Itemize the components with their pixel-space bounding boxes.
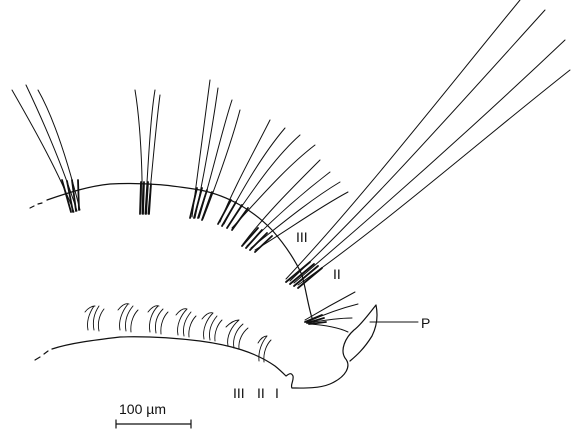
upper-bristle-bundles — [12, 0, 570, 332]
hook-cluster-1 — [85, 306, 104, 331]
hook-cluster-3 — [148, 306, 168, 334]
label-lower-II: II — [257, 385, 265, 401]
bristle-bundle-1 — [12, 85, 80, 212]
bristle-bundle-5 — [242, 160, 348, 252]
label-upper-II: II — [333, 266, 341, 282]
bristle-bundle-7-short — [305, 292, 358, 332]
label-lower-III: III — [233, 385, 245, 401]
label-palp-P: P — [421, 315, 430, 331]
scale-bar-label: 100 µm — [119, 401, 166, 417]
label-lower-I: I — [275, 385, 279, 401]
bristle-bundle-6-long — [286, 0, 570, 288]
bristle-bundle-3 — [190, 80, 240, 220]
label-upper-III: III — [296, 229, 308, 245]
hook-cluster-6 — [226, 320, 248, 349]
hook-cluster-4 — [176, 309, 196, 337]
hook-cluster-2 — [118, 304, 138, 332]
hook-cluster-7 — [258, 336, 271, 362]
hook-cluster-5 — [202, 313, 222, 341]
bristle-bundle-2 — [135, 90, 160, 214]
scale-bar-line — [116, 420, 191, 428]
scale-bar: 100 µm — [116, 401, 191, 428]
lower-body-outline — [35, 305, 377, 388]
lower-hook-bristles — [85, 304, 271, 362]
